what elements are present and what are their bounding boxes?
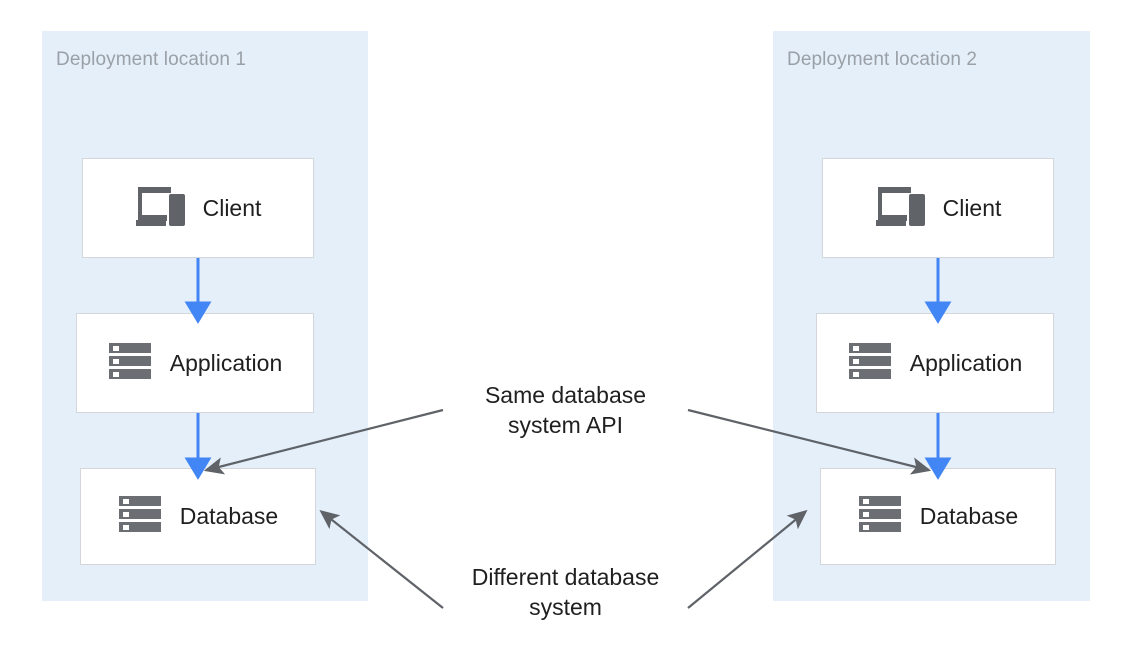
devices-icon xyxy=(135,185,185,232)
annotation-same-api-label: Same database system API xyxy=(484,382,647,438)
node-application-2[interactable]: Application xyxy=(816,313,1054,413)
devices-icon xyxy=(875,185,925,232)
node-database-1-label: Database xyxy=(179,503,279,529)
node-database-2-label: Database xyxy=(919,503,1019,529)
node-database-1[interactable]: Database xyxy=(80,468,316,565)
node-database-2[interactable]: Database xyxy=(820,468,1056,565)
server-icon xyxy=(848,339,892,388)
node-client-2[interactable]: Client xyxy=(822,158,1054,258)
zone-1-title: Deployment location 1 xyxy=(56,49,247,70)
node-application-1-label: Application xyxy=(169,349,283,376)
server-icon xyxy=(858,492,902,541)
server-icon xyxy=(118,492,162,541)
zone-2-title: Deployment location 2 xyxy=(787,49,978,70)
server-icon xyxy=(108,339,152,388)
node-application-2-label: Application xyxy=(909,349,1023,376)
node-client-1-label: Client xyxy=(202,194,262,221)
node-application-1[interactable]: Application xyxy=(76,313,314,413)
annotation-different-system-label: Different database system xyxy=(471,564,660,620)
node-client-1[interactable]: Client xyxy=(82,158,314,258)
node-client-2-label: Client xyxy=(942,194,1002,221)
